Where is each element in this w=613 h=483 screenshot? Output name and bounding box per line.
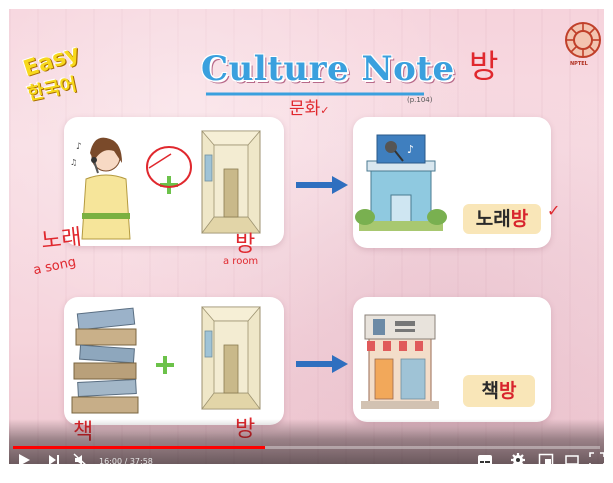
time-display: 16:00 / 37:58 — [99, 457, 153, 466]
page-reference: (p.104) — [407, 96, 433, 104]
fullscreen-icon[interactable] — [589, 452, 605, 468]
arrow-right-icon — [296, 176, 348, 194]
annotation-bang-top: 방 — [469, 47, 499, 85]
annotation-circle — [146, 146, 192, 188]
theater-icon[interactable] — [564, 452, 580, 468]
annotation-a-room: a room — [223, 256, 259, 267]
annotation-munhwa-tick: ✓ — [320, 104, 330, 117]
svg-text:♫: ♫ — [70, 158, 77, 167]
video-player[interactable]: Easy 한국어 Culture Note (p.104) NPTEL — [9, 9, 604, 464]
word-box-chaek-bang: 책방 — [463, 375, 535, 407]
word-suffix-bang: 방 — [499, 380, 517, 402]
card-norae-bang: ♪ 노래방 — [353, 117, 551, 248]
title-underline — [206, 92, 424, 96]
books-illustration — [71, 306, 261, 414]
annotation-munhwa-text: 문화 — [289, 99, 321, 119]
current-time: 16:00 — [99, 457, 123, 466]
card-book-plus-room — [64, 297, 284, 425]
bookstore-illustration — [361, 314, 439, 409]
card-song-plus-room: ♪ ♫ — [64, 117, 284, 246]
subtitles-icon[interactable] — [477, 452, 493, 468]
next-icon[interactable] — [47, 452, 61, 468]
nptel-logo-icon — [565, 22, 601, 58]
duration: 37:58 — [129, 457, 153, 466]
svg-text:♪: ♪ — [76, 142, 82, 152]
arrow-right-icon — [296, 355, 348, 373]
word-base-norae: 노래 — [475, 208, 511, 230]
settings-icon[interactable] — [510, 452, 526, 468]
time-separator: / — [122, 457, 130, 466]
annotation-tick-row1: ✓ — [547, 201, 561, 220]
karaoke-building-illustration: ♪ — [355, 134, 447, 231]
annotation-bang-row1: 방 — [235, 232, 256, 257]
miniplayer-icon[interactable] — [538, 452, 554, 468]
nptel-logo-text: NPTEL — [570, 61, 588, 67]
word-base-chaek: 책 — [481, 380, 499, 402]
mute-icon[interactable] — [73, 452, 89, 468]
annotation-norae: 노래 — [40, 224, 83, 255]
progress-bar-played — [13, 446, 266, 449]
singer-illustration: ♪ ♫ — [70, 130, 261, 240]
word-suffix-bang: 방 — [510, 208, 529, 230]
progress-bar[interactable] — [13, 446, 600, 449]
annotation-munhwa: 문화✓ — [289, 94, 330, 119]
card-chaek-bang: 책방 — [353, 297, 551, 422]
svg-text:♪: ♪ — [407, 143, 414, 156]
play-icon[interactable] — [17, 452, 31, 468]
word-box-norae-bang: 노래방 — [463, 204, 541, 234]
player-controls-bar — [9, 419, 604, 464]
slide-title: Culture Note — [201, 49, 455, 89]
